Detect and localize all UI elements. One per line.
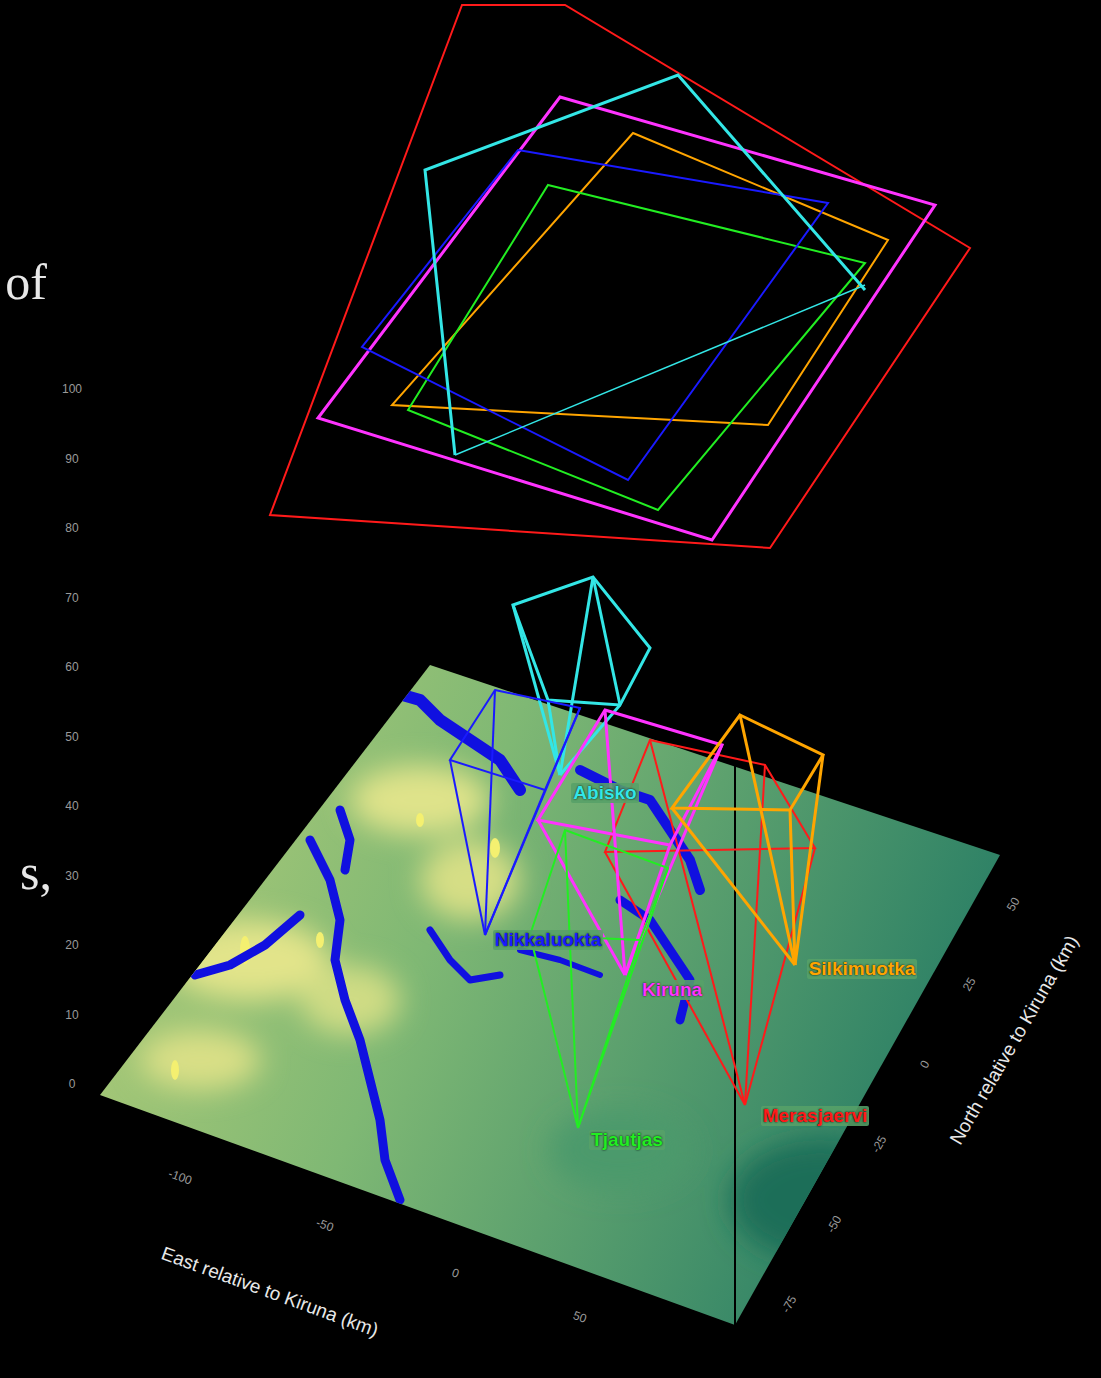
tick-label: 50 [65, 731, 78, 744]
tick-label: 30 [65, 870, 78, 883]
tick-label: 50 [571, 1310, 588, 1327]
station-name: Tjautjas [589, 1130, 665, 1151]
slide-text: of [5, 255, 47, 310]
tick-label: 10 [65, 1009, 78, 1022]
tick-label: 70 [65, 592, 78, 605]
station-name: Abisko [571, 783, 638, 804]
station-name: Kiruna [640, 980, 704, 1001]
tick-label: -50 [825, 1214, 845, 1236]
tick-label: 0 [450, 1267, 461, 1282]
tick-label: 80 [65, 522, 78, 535]
axis-title: East relative to Kiruna (km) [159, 1243, 381, 1341]
station-name: Merasjaervi [761, 1106, 870, 1127]
red-field [270, 5, 970, 548]
tick-label: 0 [69, 1078, 76, 1091]
station-name: Nikkaluokta [493, 930, 604, 951]
tick-label: -100 [166, 1168, 193, 1189]
tick-label: 90 [65, 453, 78, 466]
station-name: Silkimuotka [807, 959, 918, 980]
projected-fields [270, 5, 970, 548]
tick-label: -25 [870, 1134, 890, 1156]
tick-label: -50 [315, 1217, 336, 1235]
tick-label: 0 [918, 1059, 933, 1071]
tick-label: 20 [65, 939, 78, 952]
abisko-pyramid [513, 577, 650, 775]
slide-text: s, [20, 845, 52, 900]
tick-label: 50 [1005, 896, 1023, 914]
green-field [408, 185, 865, 510]
terrain-surface [100, 665, 1000, 1325]
tick-label: 40 [65, 800, 78, 813]
lakes-rivers [195, 690, 700, 1200]
camera-pyramids [450, 577, 823, 1128]
relief-blobs [140, 765, 910, 1260]
tick-label: 60 [65, 661, 78, 674]
axis-title: North relative to Kiruna (km) [947, 932, 1084, 1148]
reference-line [734, 690, 736, 1325]
tick-label: 25 [961, 976, 979, 994]
nikkaluokta-pyramid [450, 690, 580, 935]
tick-label: -75 [780, 1294, 800, 1316]
cyan-field [425, 75, 865, 455]
blue-field [362, 150, 828, 480]
tick-label: 100 [62, 383, 82, 396]
cyan-field-edge [455, 285, 865, 455]
orange-field [392, 133, 888, 425]
silkimuotka-pyramid [672, 715, 823, 965]
terrain-detail [140, 690, 910, 1260]
magenta-field [318, 97, 935, 540]
